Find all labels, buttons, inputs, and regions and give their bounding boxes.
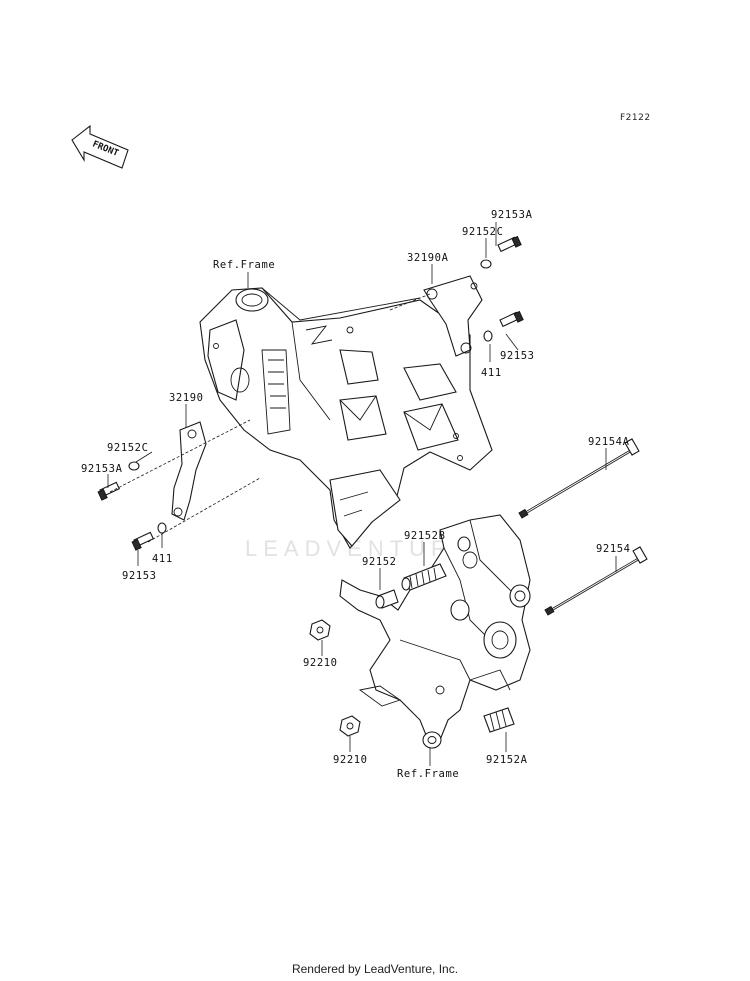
washer-411-top xyxy=(483,330,493,342)
bracket-32190A xyxy=(423,275,483,357)
bracket-32190 xyxy=(171,421,207,521)
label-92153A-left: 92153A xyxy=(81,463,123,475)
main-frame-illustration xyxy=(199,287,493,549)
nut-92210-bottom xyxy=(339,715,361,737)
footer-credit: Rendered by LeadVenture, Inc. xyxy=(291,962,459,976)
label-92153-top: 92153 xyxy=(500,350,535,362)
washer-411-left xyxy=(157,522,167,534)
label-32190A: 32190A xyxy=(407,252,449,264)
label-92210-top: 92210 xyxy=(303,657,338,669)
front-arrow-icon: FRONT xyxy=(71,124,129,169)
label-92210-bottom: 92210 xyxy=(333,754,368,766)
washer-92152C-left xyxy=(128,461,140,471)
nut-92210-top xyxy=(309,619,331,641)
label-411-left: 411 xyxy=(152,553,173,565)
collar-92152A xyxy=(483,707,515,733)
bolt-92153-top xyxy=(499,310,524,328)
label-92152: 92152 xyxy=(362,556,397,568)
bolt-92153-left xyxy=(131,531,155,551)
label-ref-frame-bottom: Ref.Frame xyxy=(397,768,459,780)
label-92153A-top: 92153A xyxy=(491,209,533,221)
label-32190: 32190 xyxy=(169,392,204,404)
label-ref-frame-top: Ref.Frame xyxy=(213,259,275,271)
bushing-92152B xyxy=(401,563,447,591)
bolt-92154A xyxy=(518,438,640,519)
label-411-top: 411 xyxy=(481,367,502,379)
washer-92152C-top xyxy=(480,259,492,269)
label-92152B: 92152B xyxy=(404,530,446,542)
label-92152C-left: 92152C xyxy=(107,442,149,454)
label-92152C-top: 92152C xyxy=(462,226,504,238)
diagram-code: F2122 xyxy=(620,113,651,123)
label-92152A: 92152A xyxy=(486,754,528,766)
bolt-92154 xyxy=(544,546,648,616)
leader-lines xyxy=(107,222,617,766)
bolt-92153A-left xyxy=(97,481,121,501)
bolt-92153A-top xyxy=(497,235,522,253)
label-92154: 92154 xyxy=(596,543,631,555)
label-92153-left: 92153 xyxy=(122,570,157,582)
label-92154A: 92154A xyxy=(588,436,630,448)
collar-92152 xyxy=(375,589,399,609)
